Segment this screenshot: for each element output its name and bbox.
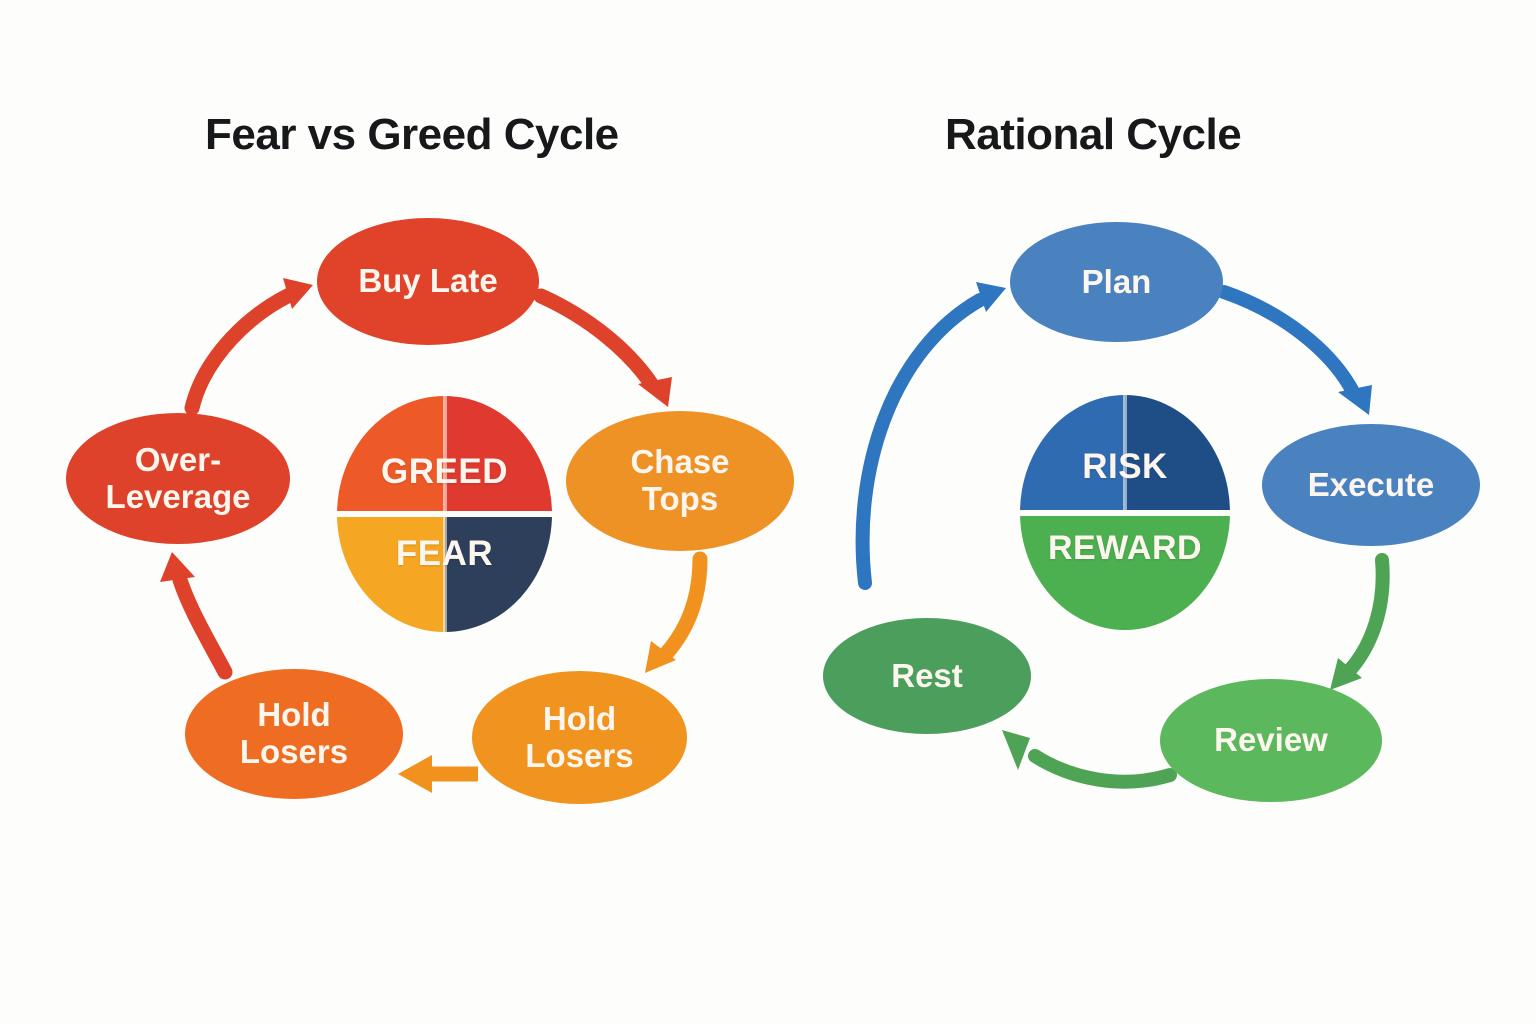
arrow-review-to-rest: [1028, 749, 1177, 789]
node-over-leverage-label: Over- Leverage: [96, 440, 261, 516]
node-over-leverage-line1: Over-: [134, 440, 222, 478]
wheel-quadrant-top-right: [444, 396, 552, 514]
node-hold-losers-left-line1: Hold: [257, 696, 331, 734]
node-over-leverage[interactable]: Over- Leverage: [66, 413, 290, 544]
node-execute-label: Execute: [1307, 465, 1435, 503]
wheel-risk-reward: RISK REWARD: [1020, 395, 1230, 630]
arrow-chase-tops-to-hold-losers-right: [657, 551, 708, 663]
node-chase-tops-line2: Tops: [641, 480, 719, 517]
wheel-label-greed: GREED: [381, 452, 508, 491]
arrowhead-hold-losers-left-to-over-leverage: [160, 552, 195, 582]
node-rest[interactable]: Rest: [823, 618, 1031, 734]
wheel-quadrant-bottom-right: [444, 514, 552, 632]
node-review-label: Review: [1214, 721, 1328, 759]
arrowhead-review-to-rest: [1002, 730, 1030, 770]
panel-title-rational: Rational Cycle: [945, 110, 1242, 159]
wheel-divider-vertical: [1123, 395, 1127, 513]
wheel-quadrant-top-right: [1125, 395, 1230, 513]
node-chase-tops-label: Chase Tops: [620, 443, 739, 518]
wheel-quadrant-top-left: [1020, 395, 1125, 513]
node-buy-late-label: Buy Late: [358, 262, 498, 300]
wheel-quadrant-bottom-left: [337, 514, 445, 632]
wheel-label-reward: REWARD: [1047, 529, 1203, 567]
arrow-over-leverage-to-buy-late: [184, 284, 304, 416]
wheel-label-fear: FEAR: [395, 534, 494, 573]
node-hold-losers-right-label: Hold Losers: [515, 699, 643, 775]
arrow-execute-to-review: [1343, 553, 1390, 677]
arrowhead-execute-to-review: [1330, 658, 1362, 690]
wheel-divider-horizontal: [1020, 509, 1230, 516]
wheel-quadrant-bottom-left: [1020, 512, 1125, 630]
node-chase-tops-line1: Chase: [630, 443, 730, 481]
wheel-greed-fear: GREED FEAR: [337, 396, 552, 632]
node-hold-losers-left-line2: Losers: [239, 733, 349, 770]
node-hold-losers-left[interactable]: Hold Losers: [185, 669, 403, 799]
wheel-quadrant-bottom-right: [1125, 512, 1230, 630]
node-hold-losers-right-line1: Hold: [542, 699, 617, 737]
arrowhead-over-leverage-to-buy-late: [283, 278, 313, 309]
node-buy-late[interactable]: Buy Late: [317, 218, 539, 345]
node-over-leverage-line2: Leverage: [105, 477, 251, 515]
arrowhead-buy-late-to-chase-tops: [638, 377, 672, 407]
node-hold-losers-left-label: Hold Losers: [230, 696, 358, 771]
wheel-quadrant-top-left: [337, 396, 445, 514]
node-rest-label: Rest: [891, 656, 963, 694]
arrowhead-hold-losers-right-to-left: [398, 755, 432, 793]
node-chase-tops[interactable]: Chase Tops: [566, 411, 794, 551]
node-hold-losers-right[interactable]: Hold Losers: [472, 671, 687, 804]
arrow-buy-late-to-chase-tops: [533, 288, 660, 393]
arrowhead-rest-to-plan: [976, 282, 1006, 312]
panel-fear-greed-cycle: Fear vs Greed Cycle: [66, 110, 794, 804]
arrow-rest-to-plan: [855, 293, 987, 590]
panel-rational-cycle: Rational Cycle RISK REWARD: [823, 0, 1536, 1024]
wheel-divider-vertical: [442, 396, 447, 632]
node-execute[interactable]: Execute: [1262, 424, 1480, 546]
node-hold-losers-right-line2: Losers: [525, 736, 634, 774]
panel-title-fear-greed: Fear vs Greed Cycle: [205, 110, 619, 159]
arrow-hold-losers-left-to-over-leverage: [172, 572, 233, 680]
node-plan-label: Plan: [1081, 262, 1152, 300]
node-plan[interactable]: Plan: [1010, 222, 1223, 342]
arrowhead-chase-tops-to-hold-losers-right: [645, 641, 676, 673]
arrow-plan-to-execute: [1217, 285, 1359, 397]
arrowhead-plan-to-execute: [1338, 385, 1372, 415]
wheel-label-risk: RISK: [1082, 447, 1168, 486]
node-review[interactable]: Review: [1160, 679, 1382, 802]
